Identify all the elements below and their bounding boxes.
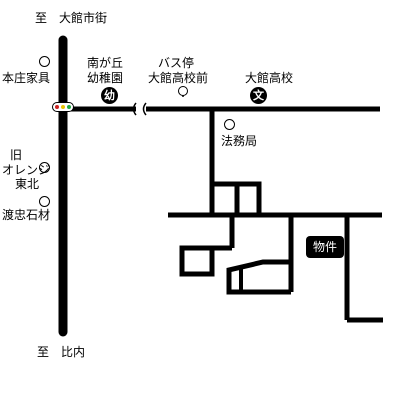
motojo-kagu-label: 本庄家具 bbox=[2, 71, 51, 85]
signal-green-light bbox=[67, 105, 71, 109]
traffic-signal-icon bbox=[52, 102, 74, 112]
property-marker: 物件 bbox=[306, 236, 344, 258]
orange-marker bbox=[39, 162, 50, 173]
motojo-kagu-marker bbox=[39, 56, 50, 67]
signal-yellow-light bbox=[61, 105, 65, 109]
homukyoku-label: 法務局 bbox=[221, 134, 258, 148]
kindergarten-label-line1: 南が丘 bbox=[87, 56, 124, 70]
watachu-label: 渡忠石材 bbox=[2, 208, 51, 222]
loop-road bbox=[212, 181, 262, 215]
bus-stop-icon bbox=[178, 86, 188, 96]
kindergarten-icon: 幼 bbox=[101, 87, 118, 104]
watachu-marker bbox=[39, 196, 50, 207]
bus-stop-label-line2: 大館高校前 bbox=[148, 71, 209, 85]
orange-label-line3: 東北 bbox=[15, 177, 40, 191]
signal-red-light bbox=[55, 105, 59, 109]
orange-label-line2: オレンジ bbox=[2, 163, 51, 177]
school-icon: 文 bbox=[250, 87, 267, 104]
north-direction-label: 至 大館市街 bbox=[35, 11, 108, 25]
kindergarten-label-line2: 幼稚園 bbox=[87, 71, 124, 85]
lot-left bbox=[179, 245, 232, 277]
school-label: 大館高校 bbox=[245, 71, 294, 85]
lot-right bbox=[226, 259, 291, 295]
south-direction-label: 至 比内 bbox=[37, 345, 86, 359]
bus-stop-label-line1: バス停 bbox=[158, 56, 195, 70]
road-break-mark bbox=[132, 102, 147, 116]
orange-label-line1: 旧 bbox=[10, 148, 23, 162]
homukyoku-marker bbox=[224, 119, 235, 130]
